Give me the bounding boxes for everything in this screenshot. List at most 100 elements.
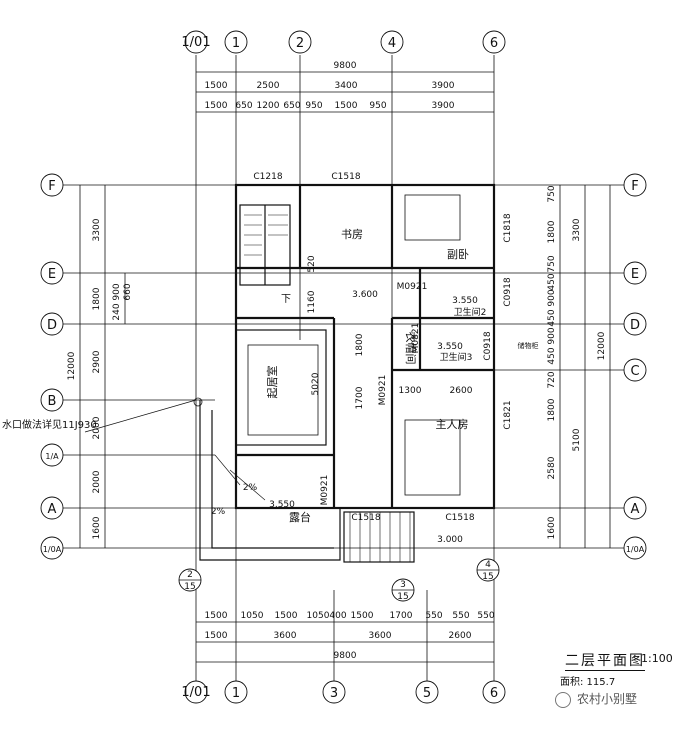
level-1: 3.550 xyxy=(452,296,478,306)
callout-3-bottom: 15 xyxy=(397,592,408,602)
dim-bot-r1-1: 1050 xyxy=(241,611,264,621)
dim-right-a0: 750 xyxy=(547,185,557,202)
dim-right-a7: 450 xyxy=(547,347,557,364)
wechat-icon xyxy=(555,691,571,708)
grid-left-1: E xyxy=(48,267,56,282)
win-c1218: C1218 xyxy=(253,172,282,182)
watermark: 农村小别墅 xyxy=(555,690,637,708)
dim-top-r1-3: 3900 xyxy=(432,81,455,91)
dim-right-a5: 450 xyxy=(547,309,557,326)
dim-top-r1-0: 1500 xyxy=(205,81,228,91)
win-c0918-b: C0918 xyxy=(483,331,493,360)
dim-right-a6: 900 xyxy=(547,327,557,344)
win-c1518-b1: C1518 xyxy=(351,513,380,523)
callout-2-bottom: 15 xyxy=(184,582,195,592)
dim-2600: 2600 xyxy=(450,386,473,396)
dim-right-a4: 900 xyxy=(547,289,557,306)
door-m0921-a: M0921 xyxy=(397,282,428,292)
slope-1: 2% xyxy=(211,507,226,517)
room-closet: 衣帽间 xyxy=(404,332,418,365)
level-0: 3.600 xyxy=(352,290,378,300)
dim-left-3: 2000 xyxy=(92,416,102,439)
room-bath3: 卫生间3 xyxy=(440,351,473,363)
dim-right-a3: 450 xyxy=(547,273,557,290)
grid-left-3: B xyxy=(48,394,57,409)
dim-top-r2-7: 3900 xyxy=(432,101,455,111)
dim-right-a9: 1800 xyxy=(547,398,557,421)
dim-bot-r2-3: 2600 xyxy=(449,631,472,641)
plan-scale: 1:100 xyxy=(641,652,673,665)
grid-bottom-3: 5 xyxy=(423,686,431,701)
dim-bot-r2-1: 3600 xyxy=(274,631,297,641)
dim-right-total: 12000 xyxy=(597,331,607,360)
grid-bottom-1: 1 xyxy=(232,686,240,701)
dim-top-r2-0: 1500 xyxy=(205,101,228,111)
door-m0821: M0821 xyxy=(411,323,421,354)
dim-top-r2-4: 950 xyxy=(305,101,322,111)
grid-right-3: C xyxy=(630,364,639,379)
dim-right-b0: 3300 xyxy=(572,218,582,241)
dim-bot-r1-9: 550 xyxy=(477,611,494,621)
dim-bot-r1-4: 400 xyxy=(329,611,346,621)
win-c1821: C1821 xyxy=(503,400,513,429)
dim-right-a8: 720 xyxy=(547,371,557,388)
grid-right-1: E xyxy=(631,267,639,282)
room-study: 书房 xyxy=(341,228,363,241)
grid-left-6: 1/0A xyxy=(43,545,62,554)
room-master: 主人房 xyxy=(436,418,469,431)
grid-right-2: D xyxy=(630,318,640,333)
dim-bot-r1-8: 550 xyxy=(452,611,469,621)
room-terrace: 露台 xyxy=(289,510,311,524)
grid-bottom-4: 6 xyxy=(490,686,498,701)
grid-top-2: 2 xyxy=(296,36,304,51)
dim-top-r2-1: 650 xyxy=(235,101,252,111)
grid-left-2: D xyxy=(47,318,57,333)
dim-bot-total: 9800 xyxy=(334,651,357,661)
plan-title: 二层平面图 xyxy=(565,650,645,671)
grid-top-4: 6 xyxy=(490,36,498,51)
dim-right-a11: 1600 xyxy=(547,516,557,539)
callout-4-bottom: 15 xyxy=(482,572,493,582)
win-c1518-b2: C1518 xyxy=(445,513,474,523)
dim-1700: 1700 xyxy=(355,386,365,409)
dim-right-b1: 5100 xyxy=(572,428,582,451)
dim-top-r2-2: 1200 xyxy=(257,101,280,111)
dim-right-a1: 1800 xyxy=(547,220,557,243)
grid-top-1: 1 xyxy=(232,36,240,51)
dim-bot-r1-5: 1500 xyxy=(351,611,374,621)
dim-left-4: 2000 xyxy=(92,470,102,493)
dim-bot-r2-0: 1500 xyxy=(205,631,228,641)
watermark-text: 农村小别墅 xyxy=(577,692,638,706)
level-2: 3.550 xyxy=(437,342,463,352)
grid-bottom-2: 3 xyxy=(330,686,338,701)
callout-3-top: 3 xyxy=(400,580,406,590)
slope-0: 2% xyxy=(243,483,258,493)
level-4: 3.000 xyxy=(437,535,463,545)
label-cabinet: 储物柜 xyxy=(518,341,539,350)
grid-right-5: 1/0A xyxy=(626,545,645,554)
dim-bot-r1-0: 1500 xyxy=(205,611,228,621)
dim-top-total: 9800 xyxy=(334,61,357,71)
level-3: 3.550 xyxy=(269,500,295,510)
dim-bot-r1-7: 550 xyxy=(425,611,442,621)
grid-right-0: F xyxy=(631,179,638,194)
dim-520: 520 xyxy=(307,255,317,272)
drain-note: 水口做法详见11J930 xyxy=(2,418,97,431)
grid-top-3: 4 xyxy=(388,36,396,51)
room-living: 起居室 xyxy=(265,366,279,399)
dim-top-r1-1: 2500 xyxy=(257,81,280,91)
win-c1818: C1818 xyxy=(503,213,513,242)
dim-right-a2: 750 xyxy=(547,255,557,272)
label-down: 下 xyxy=(281,294,291,305)
dim-left-inner-2: 660 xyxy=(123,283,133,300)
plan-area: 面积: 115.7 xyxy=(560,677,616,688)
door-m0921-c: M0921 xyxy=(320,475,330,506)
dim-1300: 1300 xyxy=(399,386,422,396)
dim-left-inner-1: 900 xyxy=(112,283,122,300)
grid-right-4: A xyxy=(631,502,640,517)
door-m0921-b: M0921 xyxy=(378,375,388,406)
dim-1800: 1800 xyxy=(355,333,365,356)
win-c0918-a: C0918 xyxy=(503,277,513,306)
dim-bot-r1-2: 1500 xyxy=(275,611,298,621)
